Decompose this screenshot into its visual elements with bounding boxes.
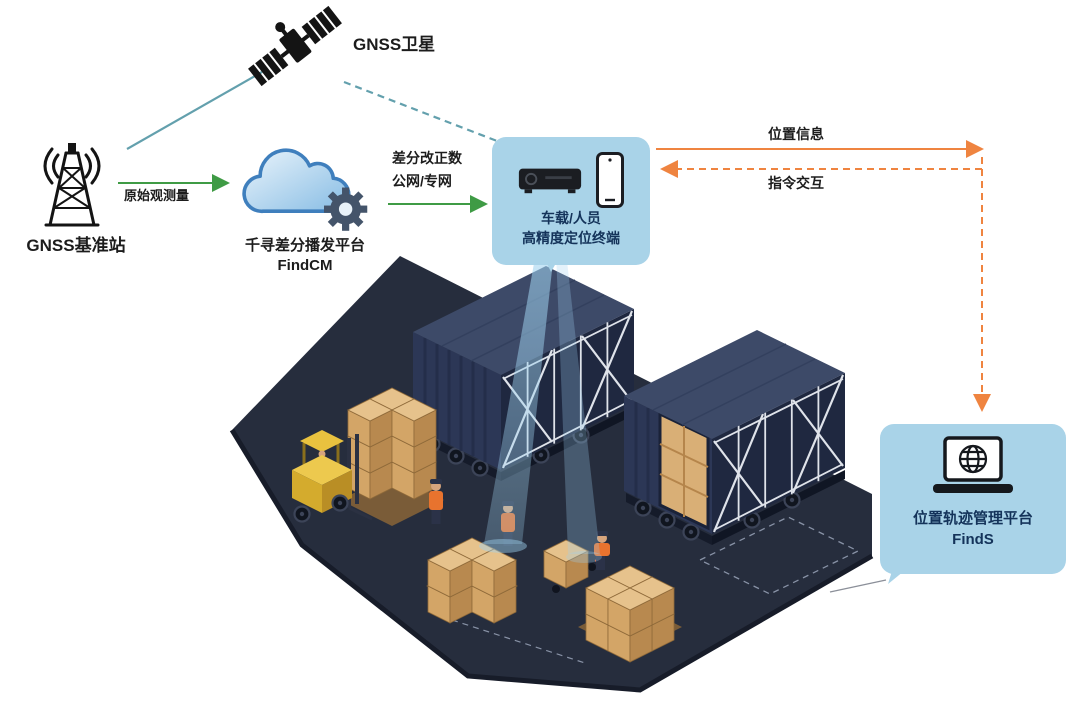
- terminal-label-line2: 高精度定位终端: [522, 229, 620, 246]
- cloud-platform-title: 千寻差分播发平台: [244, 237, 365, 254]
- terminal-node: 车载/人员 高精度定位终端: [492, 137, 650, 265]
- management-platform-node: 位置轨迹管理平台 FindS: [880, 424, 1066, 574]
- laptop-globe-icon: [933, 436, 1013, 493]
- correction-label-line2: 公网/专网: [392, 173, 452, 189]
- terminal-label-line1: 车载/人员: [541, 210, 601, 226]
- ground-zone-markings: [451, 516, 860, 665]
- base-station-label: GNSS基准站: [26, 236, 126, 255]
- raw-observation-label: 原始观测量: [124, 188, 190, 203]
- satellite-label: GNSS卫星: [353, 35, 436, 54]
- base-station-icon: [43, 143, 101, 227]
- pallet-stack-c: [578, 565, 682, 663]
- shipping-container-2: [624, 330, 845, 545]
- gear-icon: [323, 187, 368, 231]
- satellite-to-terminal-link: [343, 80, 498, 143]
- pallet-jack: [543, 531, 610, 593]
- warehouse-ground: [229, 256, 874, 693]
- pallet-stack-b: [426, 537, 518, 624]
- satellite-to-base-link: [126, 71, 263, 150]
- positioning-beams: [479, 252, 602, 563]
- forklift: [292, 430, 373, 523]
- correction-label-line1: 差分改正数: [392, 150, 462, 166]
- position-info-label: 位置信息: [768, 126, 824, 142]
- cloud-platform-subtitle: FindCM: [277, 257, 333, 274]
- command-label: 指令交互: [768, 175, 824, 191]
- pallet-stack-a: [340, 387, 444, 526]
- satellite-icon: [248, 5, 342, 87]
- platform-label-line1: 位置轨迹管理平台: [912, 510, 1033, 527]
- smartphone-icon: [596, 152, 624, 208]
- globe-icon: [958, 444, 988, 474]
- cloud-platform-icon: [242, 148, 368, 231]
- platform-scene-connector: [829, 579, 887, 593]
- vehicle-terminal-icon: [518, 168, 582, 194]
- worker-3: [594, 531, 610, 570]
- platform-label-line2: FindS: [952, 531, 994, 548]
- container-open-door-cargo: [658, 411, 710, 531]
